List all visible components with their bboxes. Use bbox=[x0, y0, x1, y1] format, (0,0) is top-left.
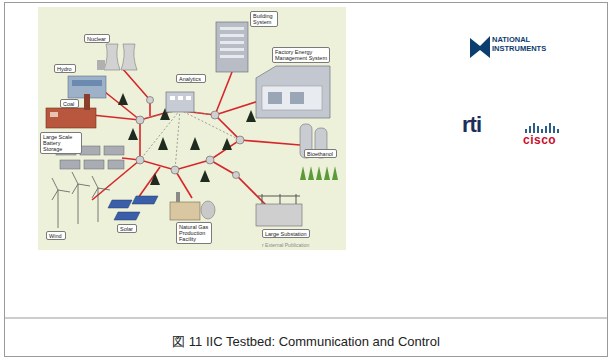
callout-box: Hydro bbox=[54, 64, 76, 73]
office-building bbox=[216, 22, 248, 72]
logo-text: rti bbox=[462, 114, 481, 136]
callout-label: Nuclear bbox=[87, 36, 107, 42]
callout-label: Coal bbox=[63, 101, 76, 107]
callout-label: Hydro bbox=[57, 66, 73, 72]
callout-label: Large Substation bbox=[265, 231, 307, 237]
substation bbox=[256, 194, 302, 226]
callout-label: Analytics bbox=[179, 76, 203, 82]
callout-label: Wind bbox=[49, 233, 63, 239]
callout-label: Bioethanol bbox=[307, 151, 334, 157]
wind-turbines bbox=[52, 172, 110, 228]
callout-box: Building System bbox=[250, 11, 278, 27]
analytics-building bbox=[166, 92, 194, 112]
callout-box: Coal bbox=[60, 99, 79, 108]
callout-box: Natural Gas Production Facility bbox=[176, 222, 212, 244]
callout-label: Factory Energy Management System bbox=[275, 49, 327, 62]
callout-box: Analytics bbox=[176, 74, 206, 83]
solar-panels bbox=[108, 196, 158, 220]
cisco-bars bbox=[525, 123, 559, 133]
callout-box: Wind bbox=[46, 231, 66, 240]
callout-box: Solar bbox=[117, 224, 137, 233]
illustration-ground bbox=[38, 7, 346, 250]
callout-label: Solar bbox=[120, 226, 134, 232]
callout-box: Large Substation bbox=[262, 229, 310, 238]
ni-logo-mark bbox=[470, 36, 490, 58]
coal-plant bbox=[46, 94, 96, 128]
callout-box: Factory Energy Management System bbox=[272, 47, 330, 63]
callout-label: Building System bbox=[253, 13, 275, 26]
callout-box: Bioethanol bbox=[304, 149, 337, 158]
watermark: r External Publication bbox=[262, 243, 309, 249]
trees bbox=[118, 93, 256, 185]
callout-label: Natural Gas Production Facility bbox=[179, 224, 209, 243]
logo-text: cisco bbox=[523, 134, 556, 146]
nuclear-plant bbox=[97, 44, 137, 70]
logo-text: NATIONAL INSTRUMENTS bbox=[492, 36, 548, 53]
callout-box: Large Scale Battery Storage bbox=[40, 132, 82, 154]
callout-box: Nuclear bbox=[84, 34, 110, 43]
data-links bbox=[140, 110, 240, 170]
page-frame bbox=[5, 3, 608, 357]
bioethanol-plant bbox=[300, 124, 338, 180]
callout-label: Large Scale Battery Storage bbox=[43, 134, 79, 153]
factory bbox=[256, 66, 330, 118]
caption-rule bbox=[5, 318, 608, 319]
gas-facility bbox=[170, 192, 215, 220]
figure-caption: 図 11 IIC Testbed: Communication and Cont… bbox=[0, 333, 612, 351]
